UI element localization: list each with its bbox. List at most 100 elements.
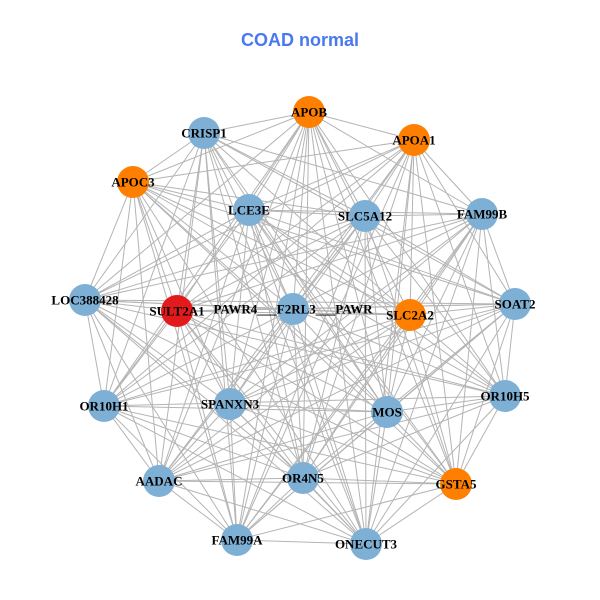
edge — [308, 111, 506, 397]
edge — [308, 111, 415, 141]
edge — [302, 303, 516, 479]
edge — [292, 308, 388, 413]
edge — [203, 132, 231, 405]
edge — [103, 405, 367, 545]
node-spanxn3 — [214, 388, 246, 420]
edge — [365, 139, 415, 545]
edge — [132, 181, 238, 541]
edge — [176, 132, 205, 312]
edge — [158, 403, 231, 482]
edge — [364, 213, 483, 217]
edge — [158, 477, 304, 482]
node-onecut3 — [350, 528, 382, 560]
edge — [158, 213, 483, 482]
node-or10h1 — [88, 390, 120, 422]
edge — [236, 111, 310, 541]
edge — [176, 215, 366, 312]
edge — [103, 308, 294, 407]
edge — [176, 213, 483, 312]
edge — [103, 303, 516, 407]
edge — [365, 483, 457, 545]
edge — [132, 181, 506, 397]
chart-title: COAD normal — [240, 30, 359, 50]
edge — [158, 314, 411, 482]
edge — [203, 111, 310, 134]
node-lce3e — [233, 194, 265, 226]
node-label: MOS — [372, 405, 402, 420]
edge — [158, 395, 506, 482]
edge — [158, 480, 238, 541]
edge — [413, 139, 483, 215]
edge — [132, 181, 250, 211]
node-aadac — [143, 465, 175, 497]
edge — [158, 480, 367, 545]
edge — [248, 111, 310, 211]
edge — [132, 139, 415, 183]
edge — [176, 310, 457, 485]
edge — [364, 215, 457, 485]
edge — [132, 181, 516, 305]
node-apoa1 — [398, 124, 430, 156]
edge — [132, 181, 231, 405]
node-loc388428 — [69, 284, 101, 316]
edge — [292, 308, 506, 397]
edge — [103, 215, 366, 407]
edge — [103, 181, 134, 407]
edge — [365, 303, 516, 545]
edge — [302, 395, 506, 479]
edge — [203, 132, 483, 215]
edge — [364, 215, 516, 305]
edge — [229, 314, 411, 405]
edge — [236, 539, 367, 545]
node-crisp1 — [188, 117, 220, 149]
node-mos — [371, 396, 403, 428]
edge — [176, 310, 367, 545]
node-apoc3 — [117, 166, 149, 198]
edge — [292, 308, 411, 316]
edge — [229, 403, 388, 413]
node-slc2a2 — [394, 299, 426, 331]
edge — [229, 111, 310, 405]
node-or10h5 — [489, 380, 521, 412]
edge — [203, 132, 388, 413]
edge — [84, 181, 134, 301]
edge — [292, 213, 483, 310]
edge — [248, 209, 366, 217]
edge — [236, 215, 366, 541]
node-label: OR4N5 — [282, 471, 324, 486]
edge — [84, 299, 457, 485]
edge — [365, 395, 506, 545]
edge — [302, 139, 415, 479]
edge — [84, 111, 310, 301]
node-label: SPANXN3 — [201, 397, 260, 412]
edge — [132, 181, 178, 312]
edge — [103, 405, 304, 479]
node-label: SOAT2 — [495, 297, 536, 312]
edge — [413, 139, 516, 305]
node-apob — [293, 96, 325, 128]
edge — [308, 111, 367, 545]
edge — [203, 132, 366, 217]
edge — [132, 111, 310, 183]
edge — [248, 139, 415, 211]
node-gsta5 — [440, 468, 472, 500]
edge — [158, 111, 310, 482]
node-label: SULT2A1 — [149, 304, 204, 319]
node-label: OR10H5 — [480, 389, 530, 404]
node-label: ONECUT3 — [335, 537, 398, 552]
edge — [292, 308, 367, 545]
node-label: SLC2A2 — [386, 308, 434, 323]
edge — [413, 139, 506, 397]
node-or4n5 — [287, 462, 319, 494]
edge — [84, 209, 250, 301]
edge — [455, 395, 506, 485]
node-pawr4-f2rl3-pawr — [277, 293, 309, 325]
edge — [302, 314, 411, 479]
edge — [386, 411, 457, 485]
node-label: AADAC — [136, 474, 183, 489]
edge — [103, 405, 457, 485]
edge — [236, 314, 411, 541]
edge — [132, 181, 160, 482]
edge — [308, 111, 366, 217]
